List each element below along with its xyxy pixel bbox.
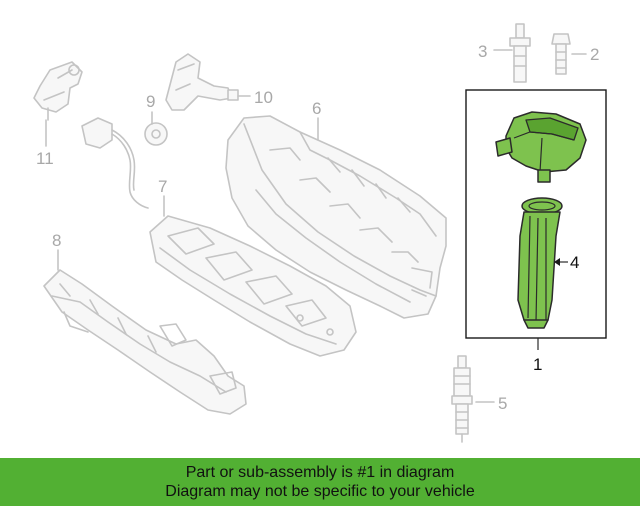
stud-part[interactable] bbox=[509, 23, 531, 83]
callout-4: 4 bbox=[570, 253, 579, 272]
info-banner: Part or sub-assembly is #1 in diagram Di… bbox=[0, 458, 640, 506]
callout-1: 1 bbox=[533, 355, 542, 374]
parts-diagram: 11 9 10 6 7 bbox=[33, 23, 607, 443]
banner-line-2: Diagram may not be specific to your vehi… bbox=[165, 483, 475, 500]
banner-line-1: Part or sub-assembly is #1 in diagram bbox=[185, 464, 455, 481]
ignition-coil-frame bbox=[465, 89, 607, 339]
spark-plug-part[interactable] bbox=[451, 355, 473, 443]
ignition-coil-head[interactable] bbox=[495, 111, 587, 183]
sensor-bracket-part[interactable] bbox=[165, 53, 251, 111]
knock-sensor-part[interactable] bbox=[81, 111, 168, 209]
engine-cover-part[interactable] bbox=[225, 115, 447, 319]
callout-5: 5 bbox=[498, 394, 507, 413]
callout-6: 6 bbox=[312, 99, 321, 118]
callout-9: 9 bbox=[146, 92, 155, 111]
bolt-part[interactable] bbox=[551, 33, 571, 75]
camshaft-sensor-part[interactable] bbox=[33, 61, 83, 147]
intake-manifold-part[interactable] bbox=[149, 215, 357, 357]
callout-7: 7 bbox=[158, 177, 167, 196]
callout-3: 3 bbox=[478, 42, 487, 61]
callout-8: 8 bbox=[52, 231, 61, 250]
ignition-coil-boot[interactable] bbox=[517, 197, 563, 329]
callout-2: 2 bbox=[590, 45, 599, 64]
callout-10: 10 bbox=[254, 88, 273, 107]
fuel-rail-part[interactable] bbox=[43, 269, 247, 415]
callout-11: 11 bbox=[36, 149, 54, 168]
